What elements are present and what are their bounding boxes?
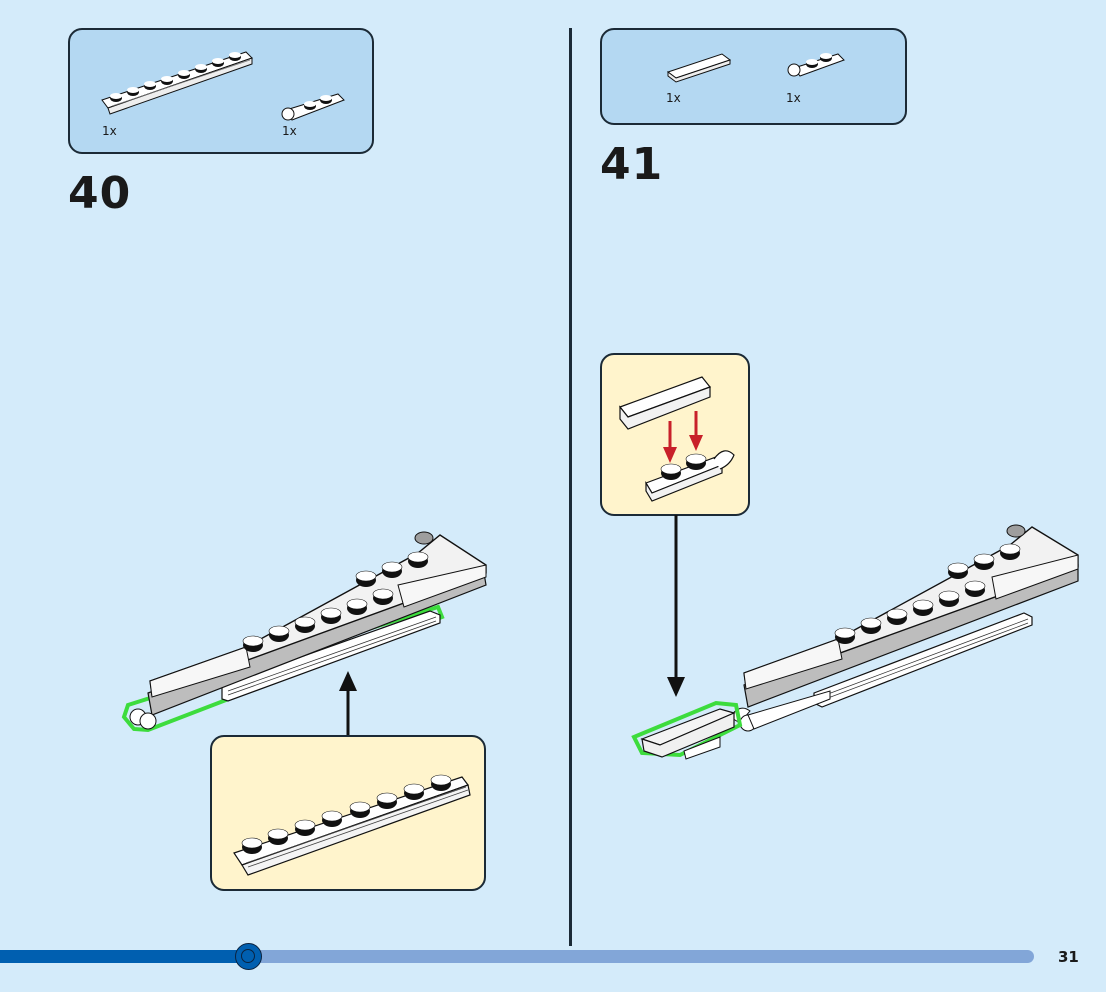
- parts-list-step-41: 1x 1x: [600, 28, 907, 125]
- step-divider: [569, 28, 572, 946]
- progress-bar: [0, 943, 1034, 970]
- part-quantity: 1x: [786, 91, 801, 105]
- part-quantity: 1x: [282, 124, 297, 138]
- callout-step-40: [210, 735, 486, 891]
- part-plate-1x8-rail: [101, 51, 253, 115]
- sub-assembly-tile-on-clip-plate: [619, 376, 735, 502]
- part-plate-1x2-clip: [281, 93, 345, 121]
- page-number: 31: [1058, 948, 1079, 966]
- progress-indicator-icon: [235, 943, 262, 970]
- progress-fill: [0, 950, 248, 963]
- part-plate-1x2-clip: [787, 53, 845, 77]
- step-number: 40: [68, 168, 132, 219]
- step-number: 41: [600, 139, 664, 190]
- part-plate-1x8-rail-callout: [233, 774, 471, 876]
- assembly-model-step-41: [631, 515, 1079, 760]
- part-quantity: 1x: [102, 124, 117, 138]
- callout-step-41: [600, 353, 750, 516]
- assembly-model-step-40: [121, 531, 487, 737]
- parts-list-step-40: 1x 1x: [68, 28, 374, 154]
- part-quantity: 1x: [666, 91, 681, 105]
- part-tile-1x3: [666, 53, 732, 83]
